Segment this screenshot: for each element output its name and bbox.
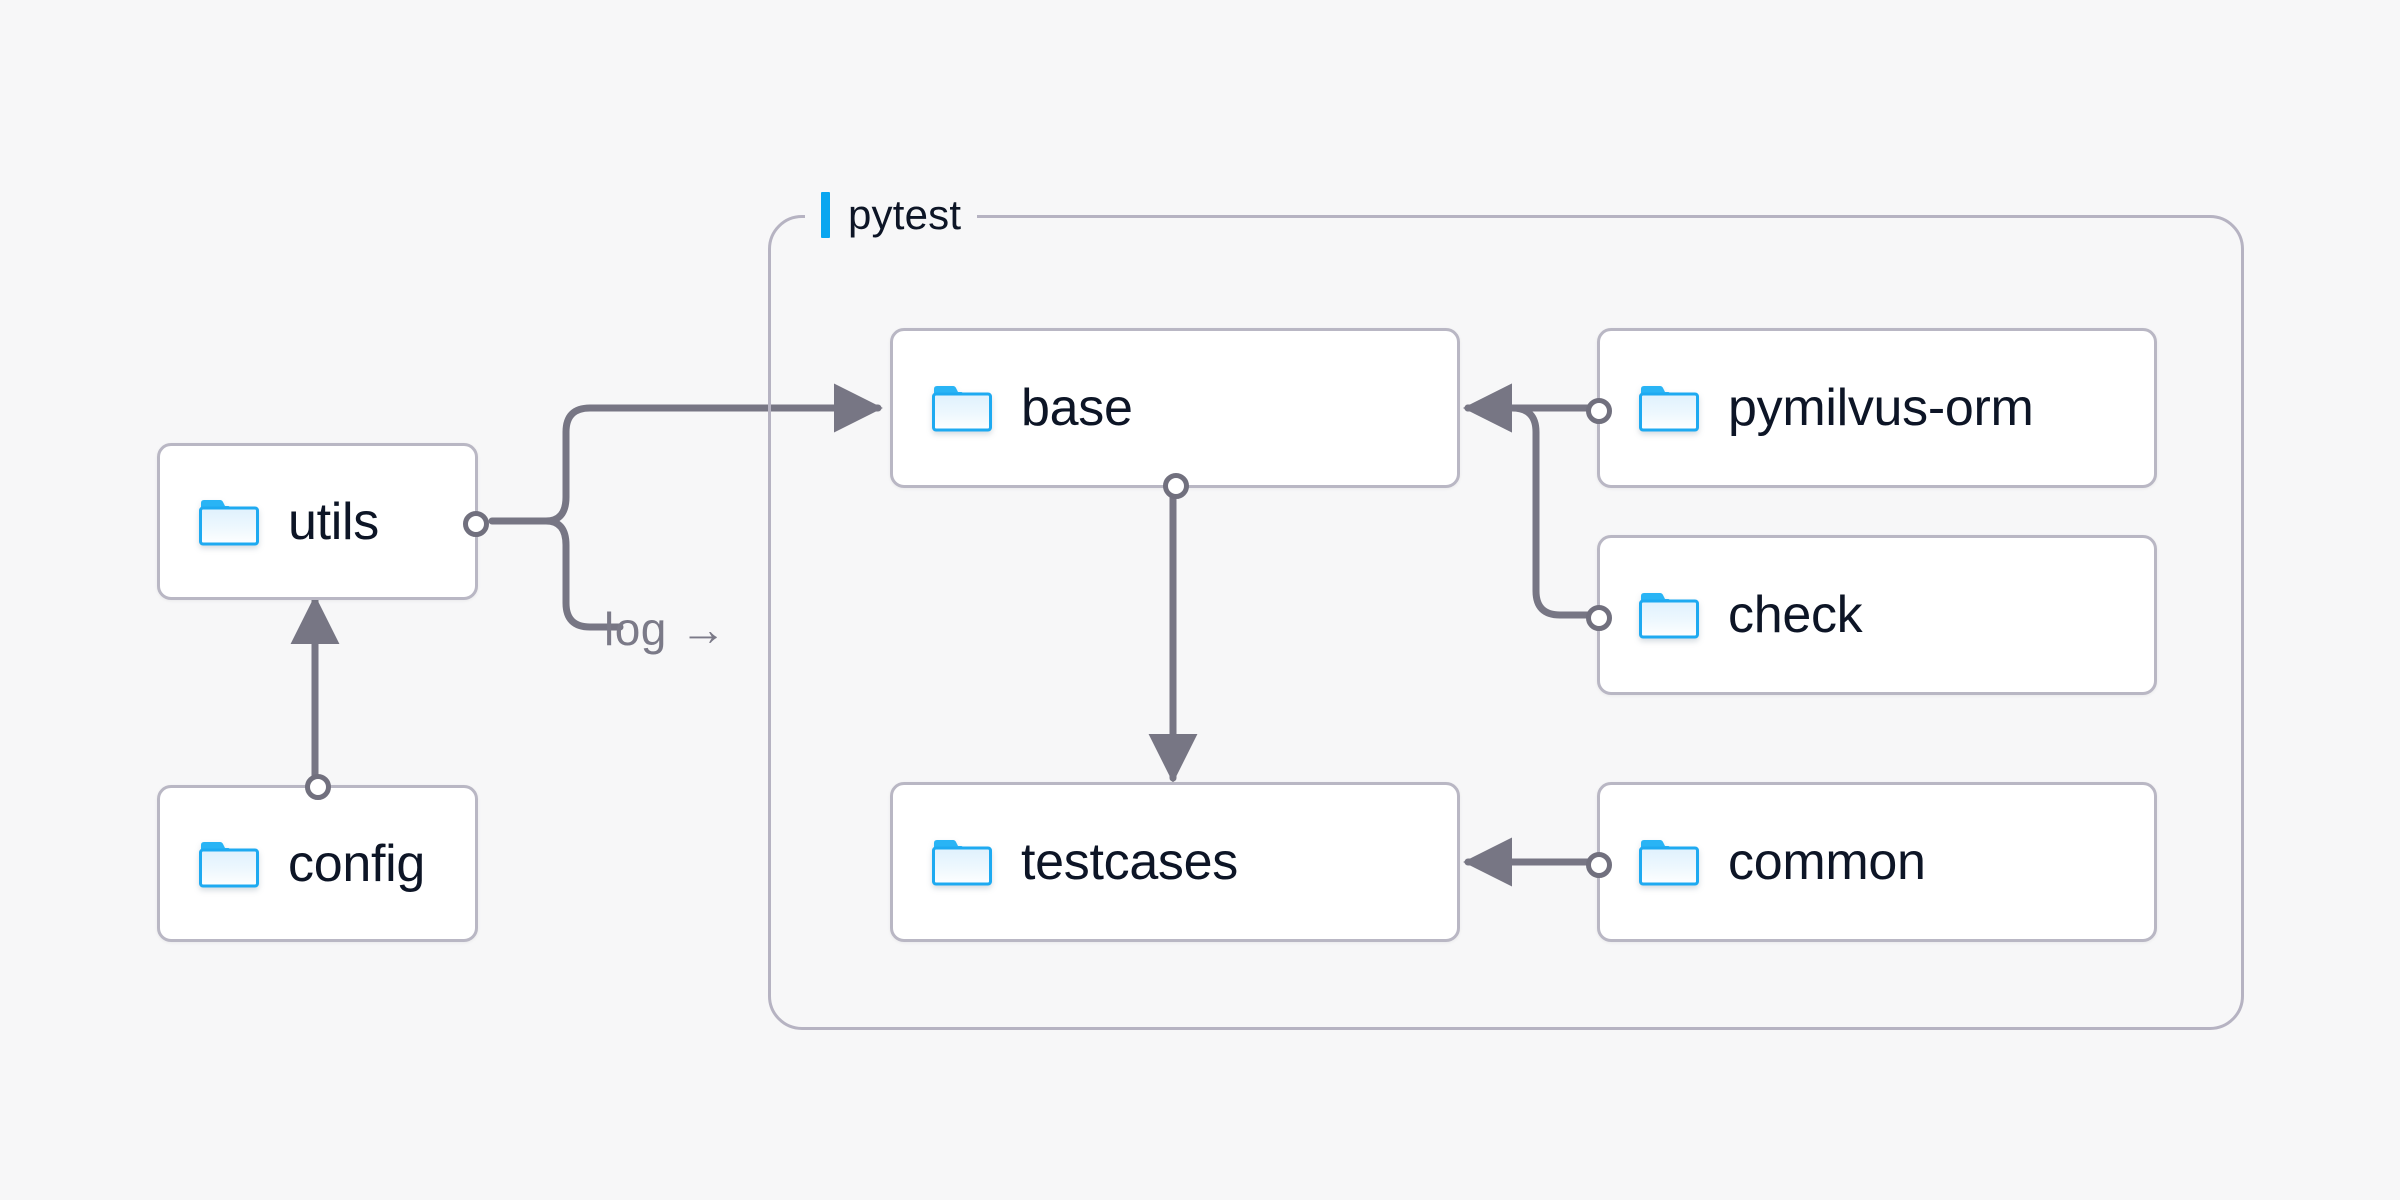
node-label-utils: utils (288, 492, 379, 551)
node-testcases[interactable]: testcases (890, 782, 1460, 942)
node-label-testcases: testcases (1021, 833, 1238, 891)
edge-label-log: log → (604, 603, 727, 655)
node-check[interactable]: check (1586, 535, 2157, 695)
folder-icon (932, 386, 992, 432)
folder-icon (199, 499, 259, 545)
node-pymilvus-orm[interactable]: pymilvus-orm (1586, 328, 2157, 488)
node-config[interactable]: config (157, 774, 478, 942)
handle-base-bottom[interactable] (1163, 473, 1189, 499)
pytest-group-title: pytest (848, 191, 962, 238)
node-label-config: config (288, 834, 425, 893)
folder-icon (1639, 593, 1699, 639)
folder-icon (1639, 386, 1699, 432)
handle-check-left[interactable] (1586, 605, 1612, 631)
node-label-pymilvus-orm: pymilvus-orm (1728, 379, 2034, 437)
folder-icon (1639, 840, 1699, 886)
handle-config-top[interactable] (305, 774, 331, 800)
folder-icon (199, 841, 259, 887)
handle-common-left[interactable] (1586, 852, 1612, 878)
accent-bar-icon (821, 192, 830, 238)
pytest-group-label: pytest (805, 187, 978, 243)
folder-icon (932, 840, 992, 886)
pytest-group-container[interactable] (768, 215, 2244, 1030)
node-utils[interactable]: utils (157, 443, 489, 600)
node-common[interactable]: common (1586, 782, 2157, 942)
node-label-check: check (1728, 586, 1863, 644)
handle-pymilvus-orm-left[interactable] (1586, 398, 1612, 424)
handle-utils-right[interactable] (463, 511, 489, 537)
node-base[interactable]: base (890, 328, 1460, 499)
node-label-common: common (1728, 833, 1926, 891)
node-label-base: base (1021, 379, 1133, 437)
